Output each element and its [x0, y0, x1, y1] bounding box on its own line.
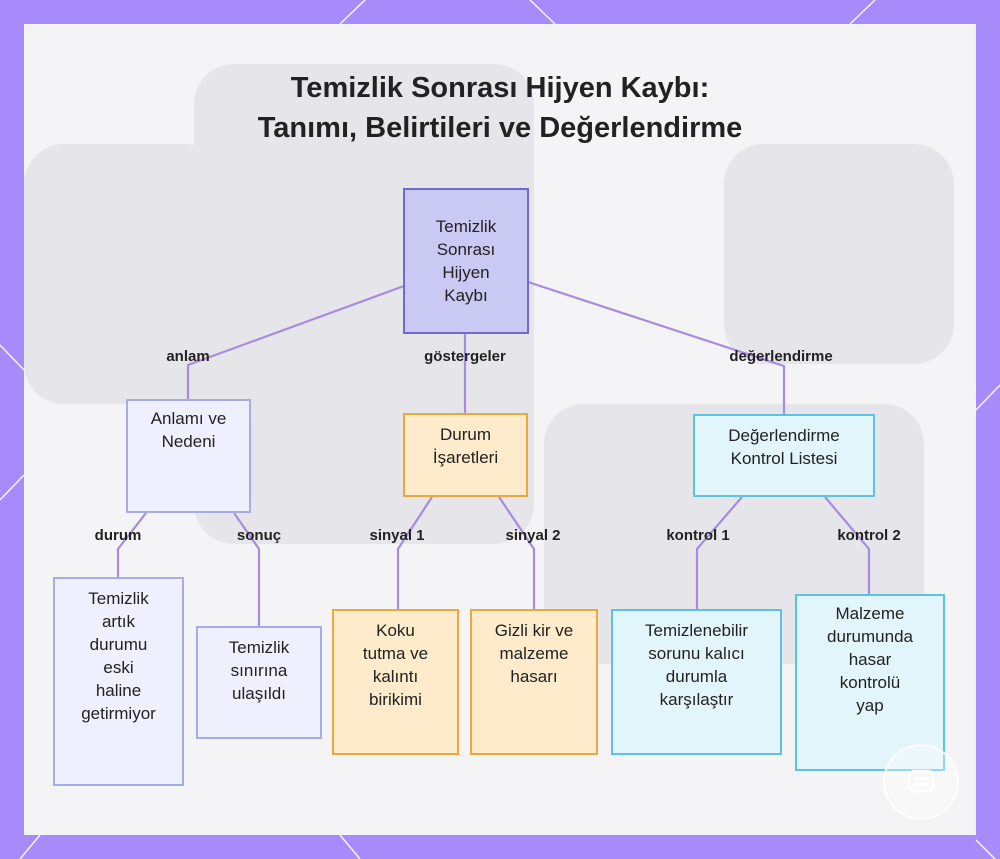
edge-meaning-state — [118, 513, 146, 577]
node-hidden-dirt: Gizli kir ve malzeme hasarı — [470, 609, 598, 755]
node-limit: Temizlik sınırına ulaşıldı — [196, 626, 322, 739]
edge-label-signal-1: sinyal 1 — [369, 527, 424, 544]
edge-label-check-1: kontrol 1 — [666, 527, 729, 544]
node-no-restore: Temizlik artık durumu eski haline getirm… — [53, 577, 184, 786]
edge-checklist-permanent — [697, 497, 742, 609]
edge-label-signal-2: sinyal 2 — [505, 527, 560, 544]
edge-label-meaning: anlam — [166, 348, 209, 365]
edge-root-meaning — [188, 286, 404, 399]
node-meaning: Anlamı ve Nedeni — [126, 399, 251, 513]
edge-label-check-2: kontrol 2 — [837, 527, 900, 544]
edge-signs-odor — [398, 497, 432, 609]
node-root: Temizlik Sonrası Hijyen Kaybı — [403, 188, 529, 334]
node-odor: Koku tutma ve kalıntı birikimi — [332, 609, 459, 755]
edge-checklist-material — [825, 497, 869, 594]
edge-label-state: durum — [95, 527, 142, 544]
node-signs: Durum İşaretleri — [403, 413, 528, 497]
edge-label-signs: göstergeler — [424, 348, 506, 365]
node-permanent: Temizlenebilir sorunu kalıcı durumla kar… — [611, 609, 782, 755]
chat-bubble-icon-glyph — [904, 765, 938, 799]
edge-label-evaluation: değerlendirme — [729, 348, 832, 365]
edge-signs-hidden — [499, 497, 534, 609]
edge-label-result: sonuç — [237, 527, 281, 544]
chat-bubble-icon[interactable] — [883, 744, 959, 820]
node-checklist: Değerlendirme Kontrol Listesi — [693, 414, 875, 497]
